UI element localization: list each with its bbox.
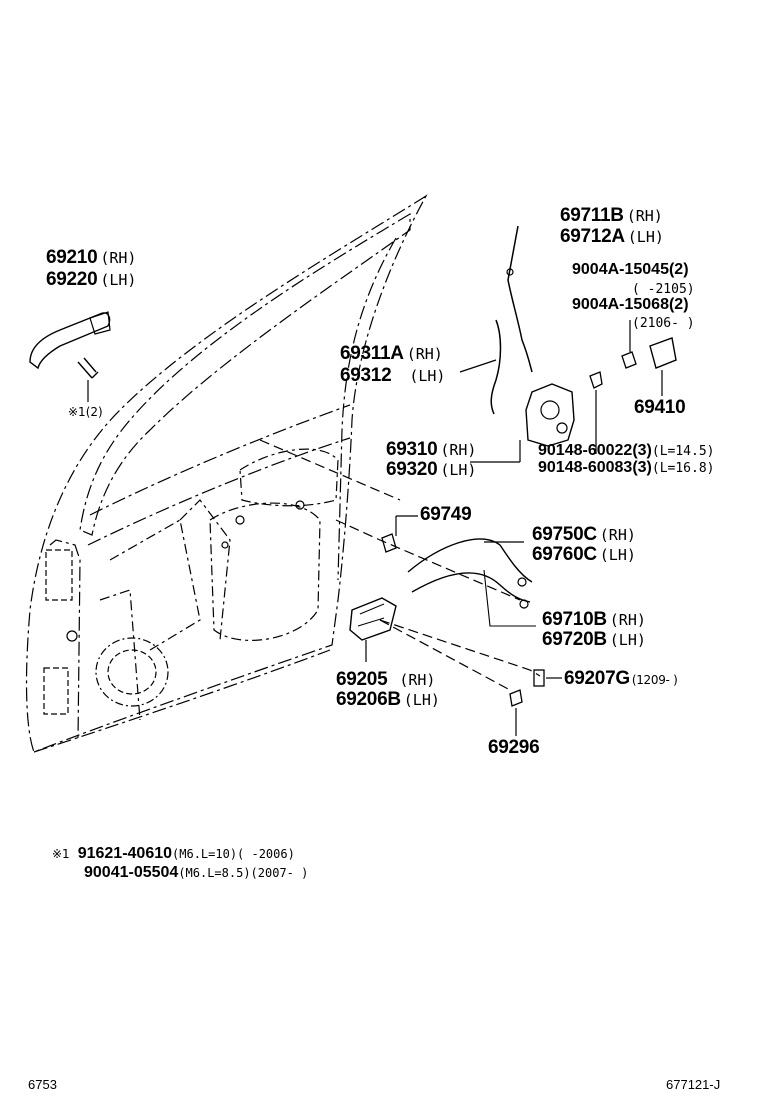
footnote-marker: ※1 bbox=[52, 847, 70, 861]
label-69210: 69210(RH) bbox=[46, 247, 137, 268]
label-69410: 69410 bbox=[634, 397, 686, 418]
label-69312: 69312(LH) bbox=[340, 365, 446, 386]
lock-screw bbox=[589, 371, 603, 389]
panel-cutout-large bbox=[209, 502, 321, 641]
belt-line-upper bbox=[89, 404, 351, 516]
handle-screw bbox=[77, 357, 99, 379]
handle-screw-69296 bbox=[509, 689, 523, 707]
cover-clip-69207G bbox=[533, 669, 545, 687]
panel-rib-1 bbox=[109, 519, 201, 651]
label-69720B: 69720B(LH) bbox=[542, 629, 646, 650]
label-69205: 69205(RH) bbox=[336, 669, 436, 690]
cable-clip bbox=[381, 533, 397, 553]
label-69711B: 69711B(RH) bbox=[560, 205, 663, 226]
label-69220: 69220(LH) bbox=[46, 269, 137, 290]
cable-69750C bbox=[407, 538, 533, 583]
label-9004A-15045: 9004A-15045(2) bbox=[572, 261, 689, 278]
hinge-upper bbox=[45, 549, 73, 601]
inside-handle bbox=[349, 597, 397, 641]
label-90148-60022: 90148-60022(3)(L=14.5) bbox=[538, 442, 715, 459]
label-69749: 69749 bbox=[420, 504, 472, 525]
label-69310: 69310(RH) bbox=[386, 439, 477, 460]
label-69311A: 69311A(RH) bbox=[340, 343, 443, 364]
label-ref1: ※1(2) bbox=[68, 405, 103, 419]
panel-rib-2 bbox=[179, 499, 231, 641]
door-striker bbox=[649, 337, 677, 369]
label-9004A-15068-date: (2106- ) bbox=[632, 316, 695, 331]
mount-hole-2 bbox=[235, 515, 245, 525]
panel-rib-3 bbox=[99, 589, 141, 721]
door-bottom-edge bbox=[33, 649, 331, 753]
door-panel-outline bbox=[25, 194, 428, 753]
label-9004A-15068: 9004A-15068(2) bbox=[572, 296, 689, 313]
belt-line-lower bbox=[87, 437, 351, 546]
cable-69710B bbox=[483, 569, 536, 627]
label-69296: 69296 bbox=[488, 737, 540, 758]
label-90148-60083: 90148-60083(3)(L=16.8) bbox=[538, 459, 715, 476]
panel-cutout-upper bbox=[239, 448, 339, 507]
mount-hole-4 bbox=[221, 541, 229, 549]
hinge-lower bbox=[43, 667, 69, 715]
speaker-opening bbox=[95, 637, 169, 707]
footnote-line2: 90041-05504(M6.L=8.5)(2007- ) bbox=[84, 864, 309, 881]
mount-hole-1 bbox=[66, 630, 78, 642]
label-69712A: 69712A(LH) bbox=[560, 226, 664, 247]
footer-page-code: 6753 bbox=[28, 1077, 57, 1092]
label-69320: 69320(LH) bbox=[386, 459, 477, 480]
striker-bolt bbox=[621, 351, 637, 369]
label-69207G: 69207G(1209- ) bbox=[564, 668, 678, 689]
label-69710B: 69710B(RH) bbox=[542, 609, 646, 630]
mount-hole-3 bbox=[295, 500, 305, 510]
outside-handle bbox=[29, 312, 111, 370]
lock-rod-69711B bbox=[507, 225, 533, 373]
lock-rod-69311A bbox=[490, 319, 502, 415]
footer-figure-id: 677121-J bbox=[666, 1077, 721, 1092]
door-lock-assembly bbox=[525, 383, 575, 447]
label-69760C: 69760C(LH) bbox=[532, 544, 636, 565]
label-9004A-15045-date: ( -2105) bbox=[632, 282, 695, 297]
window-frame-outline bbox=[79, 212, 411, 536]
label-69206B: 69206B(LH) bbox=[336, 689, 440, 710]
inner-frame-line bbox=[337, 237, 397, 581]
label-69750C: 69750C(RH) bbox=[532, 524, 636, 545]
speaker-opening-inner bbox=[107, 649, 157, 695]
door-front-edge bbox=[49, 539, 81, 741]
